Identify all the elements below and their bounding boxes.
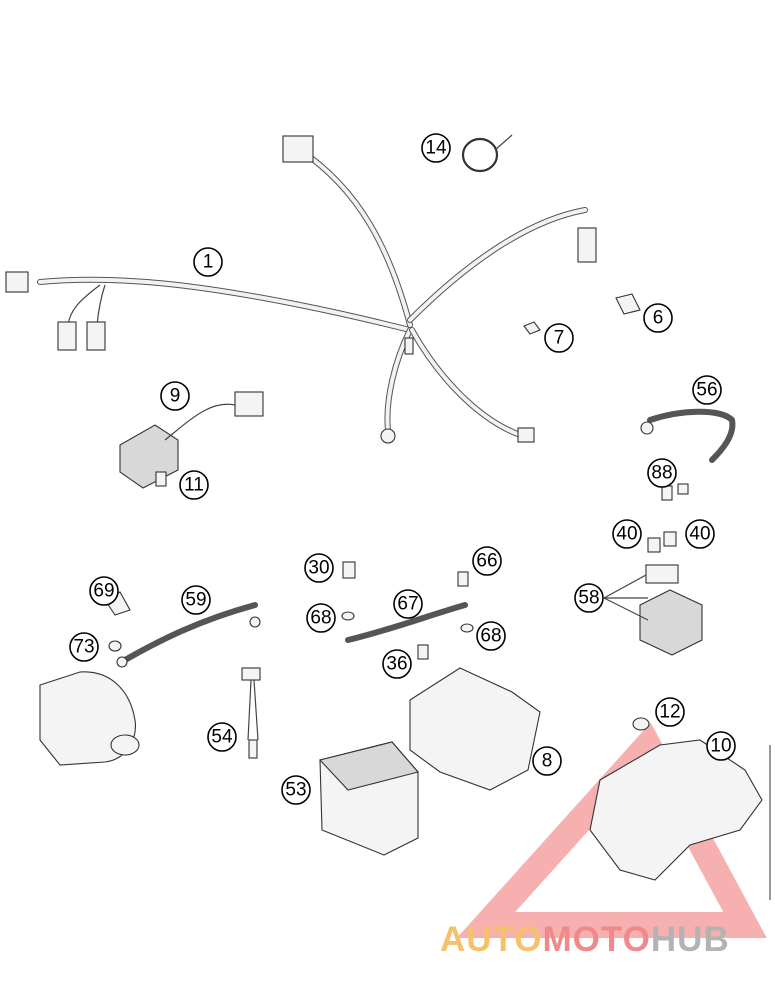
callout: 30	[304, 553, 334, 583]
battery-cable	[341, 602, 474, 643]
callout-label: 12	[659, 702, 680, 723]
callout-label: 30	[308, 558, 329, 579]
callout-label: 11	[184, 475, 204, 496]
callout: 12	[655, 697, 685, 727]
starter-motor	[39, 671, 140, 766]
callout-label: 73	[73, 637, 94, 658]
callout: 88	[647, 458, 677, 488]
callout: 68	[306, 603, 336, 633]
battery	[318, 741, 419, 856]
callout: 40	[685, 519, 715, 549]
starter-relay	[603, 531, 703, 656]
callout: 54	[207, 722, 237, 752]
callout: 36	[382, 649, 412, 679]
callout-label: 7	[554, 328, 565, 349]
callout-label: 9	[170, 386, 181, 407]
callout-label: 68	[310, 608, 331, 629]
callout: 10	[706, 731, 736, 761]
callout-label: 54	[211, 727, 233, 748]
callout: 59	[181, 585, 211, 615]
clip-part	[523, 293, 641, 335]
callout: 8	[532, 746, 562, 776]
callout: 67	[393, 589, 423, 619]
callout-label: 10	[710, 736, 731, 757]
callout-label: 88	[651, 463, 672, 484]
callout-label: 6	[653, 308, 664, 329]
callout: 14	[421, 133, 451, 163]
callout-label: 59	[185, 590, 206, 611]
callout: 40	[612, 519, 642, 549]
callout-label: 40	[616, 524, 637, 545]
callout-label: 58	[578, 588, 599, 609]
callout: 73	[69, 632, 99, 662]
callout: 53	[281, 775, 311, 805]
main-wire-harness	[5, 135, 597, 444]
callout-label: 1	[203, 252, 214, 273]
callout-label: 40	[689, 524, 710, 545]
voltage-regulator	[119, 391, 264, 489]
watermark-text-auto: AUTO	[440, 920, 543, 959]
callout-label: 67	[397, 594, 418, 615]
callout: 66	[472, 546, 502, 576]
callout: 56	[692, 375, 722, 405]
callout-label: 53	[285, 780, 306, 801]
callout: 7	[544, 323, 574, 353]
callout: 69	[89, 576, 119, 606]
callout: 68	[476, 621, 506, 651]
callout: 11	[179, 470, 209, 500]
callout-label: 8	[542, 751, 553, 772]
battery-holder	[409, 667, 541, 791]
cable-tie	[461, 134, 513, 173]
callout-label: 68	[480, 626, 501, 647]
fuse-holder	[241, 667, 261, 759]
callout: 9	[160, 381, 190, 411]
callout: 58	[574, 583, 604, 613]
callout-label: 56	[696, 380, 717, 401]
callout-label: 69	[93, 581, 114, 602]
callout: 1	[193, 247, 223, 277]
electrical-bracket	[589, 717, 771, 900]
ground-cable	[640, 408, 736, 501]
watermark-text-hub: HUB	[650, 920, 730, 959]
watermark-text-moto: MOTO	[542, 920, 651, 959]
callout: 6	[643, 303, 673, 333]
callout-label: 14	[425, 138, 447, 159]
watermark-logo: AUTOMOTOHUB	[440, 920, 770, 964]
callout-label: 36	[386, 654, 407, 675]
screw-parts	[342, 561, 469, 660]
callout-label: 66	[476, 551, 497, 572]
